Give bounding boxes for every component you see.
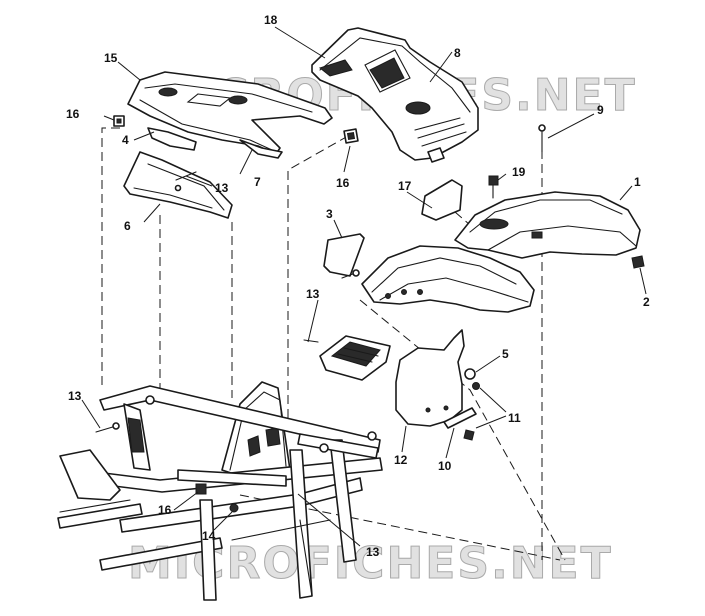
callout-13-bottom: 13	[366, 545, 380, 559]
front-hood-panel	[127, 71, 333, 159]
callout-10: 10	[438, 459, 452, 473]
frame-assembly	[57, 381, 383, 601]
clip-left	[113, 115, 125, 127]
bolt-13-fender	[303, 269, 360, 343]
bolt-13-frame	[95, 171, 197, 433]
callout-13-frame: 13	[68, 389, 82, 403]
callout-16-mid: 16	[336, 176, 350, 190]
callout-13-top: 13	[215, 181, 229, 195]
callout-17: 17	[398, 179, 412, 193]
rod-9	[538, 124, 546, 153]
callout-19: 19	[512, 165, 526, 179]
callout-labels: 18 8 15 16 4 7 13 6 16 3 17 19 9 1 2 13 …	[66, 13, 650, 559]
callout-16-bottom: 16	[158, 503, 172, 517]
clip-top	[343, 128, 359, 144]
callout-11: 11	[508, 411, 521, 425]
mud-flap	[395, 329, 465, 427]
decal-17	[421, 179, 463, 221]
callout-2: 2	[643, 295, 650, 309]
footrest-bracket	[319, 335, 391, 381]
strap-10	[443, 407, 477, 441]
callout-18: 18	[264, 13, 278, 27]
bolt-19	[488, 175, 499, 199]
callout-16-left: 16	[66, 107, 80, 121]
front-fender	[361, 245, 535, 313]
callout-7: 7	[254, 175, 261, 189]
callout-8: 8	[454, 46, 461, 60]
callout-3: 3	[326, 207, 333, 221]
washer-5	[464, 368, 480, 390]
assembly-dashed-lines	[101, 127, 566, 561]
callout-4: 4	[122, 133, 129, 147]
callout-1: 1	[634, 175, 641, 189]
callout-14: 14	[202, 529, 216, 543]
callout-6: 6	[124, 219, 131, 233]
callout-5: 5	[502, 347, 509, 361]
callout-12: 12	[394, 453, 408, 467]
decal-3	[323, 233, 365, 277]
leader-lines	[81, 26, 647, 547]
console-panel	[311, 27, 479, 163]
callout-9: 9	[597, 103, 604, 117]
callout-15: 15	[104, 51, 118, 65]
rear-fender	[454, 191, 645, 269]
callout-13-fender: 13	[306, 287, 320, 301]
